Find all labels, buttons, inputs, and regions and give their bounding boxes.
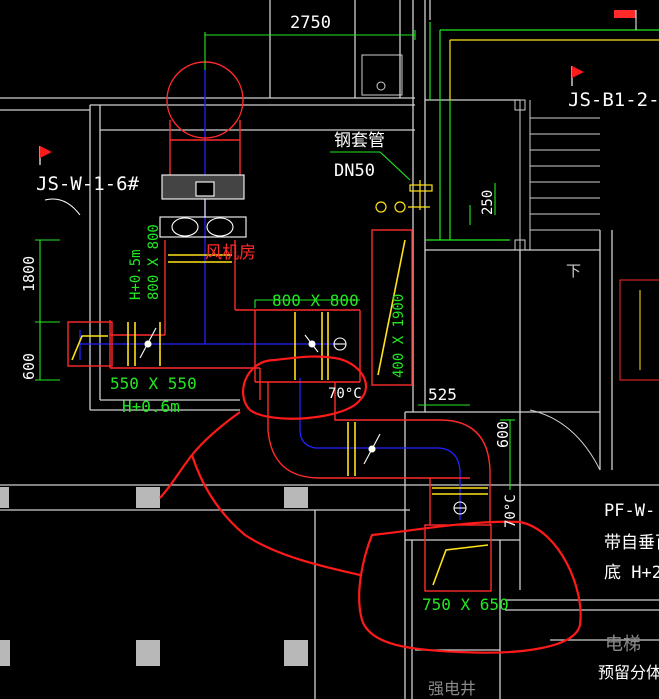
red-markup-annotations [159,355,582,654]
label-fire-damper-70c-b: 70°C [503,494,519,528]
dimension-lines [35,30,515,490]
gauge-icon [614,10,637,30]
dim-600-left: 600 [20,353,38,380]
label-dn50: DN50 [334,161,375,181]
label-fan-room: 风机房 [205,243,256,263]
label-elevator: 电梯 [605,634,641,655]
label-duct-550x550: 550 X 550 [110,374,197,393]
label-down: 下 [566,262,581,280]
structural-columns [0,487,308,666]
flag-icons [39,66,584,216]
fan-unit [159,174,247,238]
damper-marks [71,239,489,586]
label-with-louver: 带自垂百叶 [604,533,659,553]
floor-drain [361,54,403,96]
label-duct-400x1900: 400 X 1900 [391,294,407,378]
dim-600-right: 600 [494,421,512,448]
damper-symbols [139,327,467,515]
top-right-room-outline [425,22,659,241]
label-h-0-6m: H+0.6m [122,397,180,416]
ductwork [67,61,492,592]
label-fire-damper-70c-a: 70°C [328,386,362,402]
tag-js-b1-2: JS-B1-2- [568,89,659,111]
dim-525: 525 [428,385,457,404]
label-h-0-5m: H+0.5m [128,249,144,300]
tag-pf-w: PF-W- [604,501,655,521]
label-duct-750x650: 750 X 650 [422,595,509,614]
label-bottom-h2: 底 H+2 [604,563,659,583]
label-duct-800x800-h: 800 X 800 [272,291,359,310]
dim-1800: 1800 [20,256,38,292]
sleeve-markers [375,180,433,213]
label-steel-sleeve: 钢套管 [334,131,385,151]
label-duct-800x800-v: 800 X 800 [146,224,162,300]
dim-2750: 2750 [290,13,331,33]
duct-centerlines [79,70,461,520]
stair-treads [514,99,600,251]
dim-250: 250 [480,190,496,215]
label-reserved-split-ac: 预留分体空 [598,663,659,682]
door-swings [529,279,659,471]
tag-js-w-1-6: JS-W-1-6# [36,173,140,195]
label-strong-power-well: 强电井 [428,679,476,698]
